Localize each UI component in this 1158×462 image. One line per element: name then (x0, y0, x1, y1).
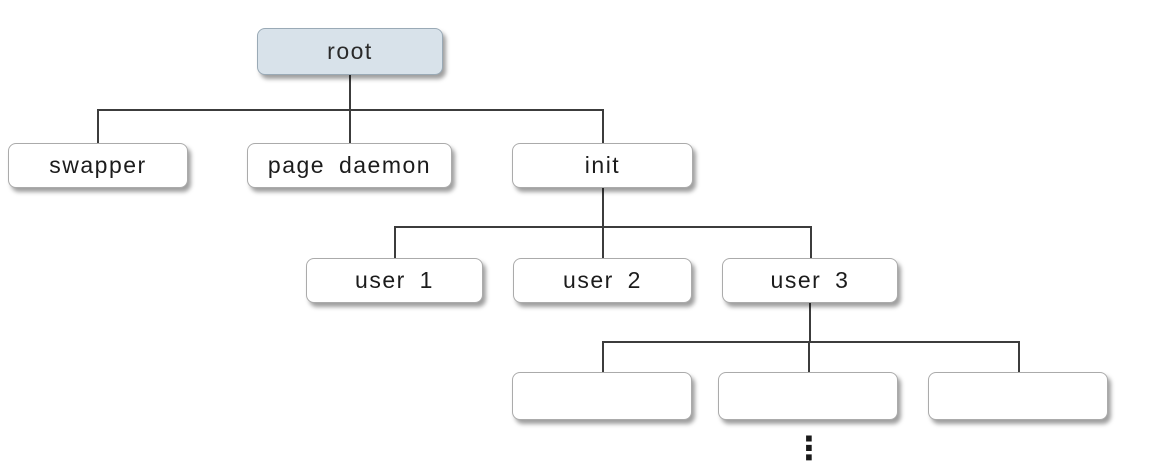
connector-line (809, 303, 811, 342)
vertical-ellipsis: ⋮ (793, 430, 825, 462)
node-page-daemon: page daemon (247, 143, 452, 188)
connector-line (349, 109, 351, 143)
connector-line (602, 188, 604, 227)
connector-line (810, 226, 812, 258)
node-init: init (512, 143, 693, 188)
node-label: page daemon (267, 152, 432, 178)
connector-line (602, 226, 604, 258)
node-user-2: user 2 (513, 258, 692, 303)
node-child-3 (928, 372, 1108, 420)
node-label: root (327, 38, 373, 64)
node-user-3: user 3 (722, 258, 898, 303)
node-child-1 (512, 372, 692, 420)
node-user-1: user 1 (306, 258, 483, 303)
node-label: user 3 (770, 267, 850, 293)
node-label: init (584, 152, 621, 178)
connector-line (394, 226, 396, 258)
connector-line (602, 341, 1019, 343)
connector-line (808, 341, 810, 372)
node-label: swapper (49, 152, 147, 178)
node-swapper: swapper (8, 143, 188, 188)
connector-line (1018, 341, 1020, 372)
connector-line (97, 109, 99, 143)
connector-line (349, 75, 351, 110)
connector-line (602, 341, 604, 372)
node-child-2 (718, 372, 898, 420)
node-label: user 1 (355, 267, 434, 293)
node-root: root (257, 28, 443, 75)
node-label: user 2 (563, 267, 642, 293)
connector-line (602, 109, 604, 143)
